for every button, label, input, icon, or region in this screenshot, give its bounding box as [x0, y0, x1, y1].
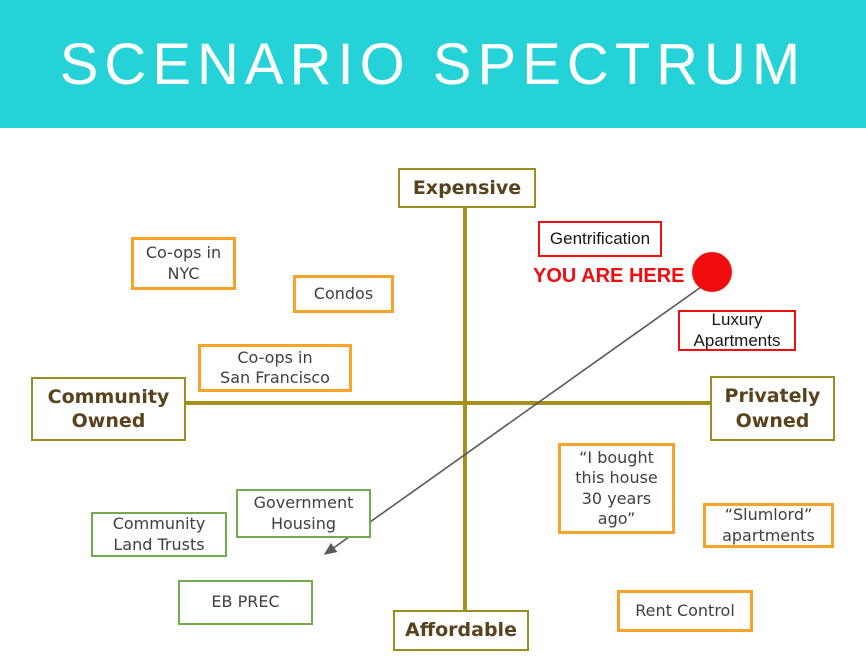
page-title: SCENARIO SPECTRUM — [59, 31, 807, 97]
box-rent-control: Rent Control — [617, 590, 753, 632]
you-are-here-marker-dot — [692, 252, 732, 292]
box-eb-prec: EB PREC — [178, 580, 313, 625]
box-coops-nyc: Co-ops in NYC — [131, 237, 236, 290]
box-luxury-apartments: Luxury Apartments — [678, 310, 796, 351]
box-condos: Condos — [293, 275, 394, 313]
axis-label-community-owned: Community Owned — [31, 377, 186, 441]
box-slumlord-apartments: “Slumlord” apartments — [703, 503, 834, 548]
box-community-land-trusts: Community Land Trusts — [91, 512, 227, 557]
axis-label-affordable: Affordable — [393, 610, 529, 651]
axis-label-expensive: Expensive — [398, 168, 536, 208]
axis-label-privately-owned: Privately Owned — [710, 376, 835, 441]
box-government-housing: Government Housing — [236, 489, 371, 538]
header-banner: SCENARIO SPECTRUM — [0, 0, 866, 128]
you-are-here-label: YOU ARE HERE — [533, 265, 685, 287]
box-coops-san-francisco: Co-ops in San Francisco — [198, 344, 352, 392]
box-i-bought-this-house: “I bought this house 30 years ago” — [558, 443, 675, 534]
box-gentrification: Gentrification — [538, 221, 662, 257]
horizontal-axis-line — [186, 401, 711, 405]
vertical-axis-line — [463, 207, 467, 612]
